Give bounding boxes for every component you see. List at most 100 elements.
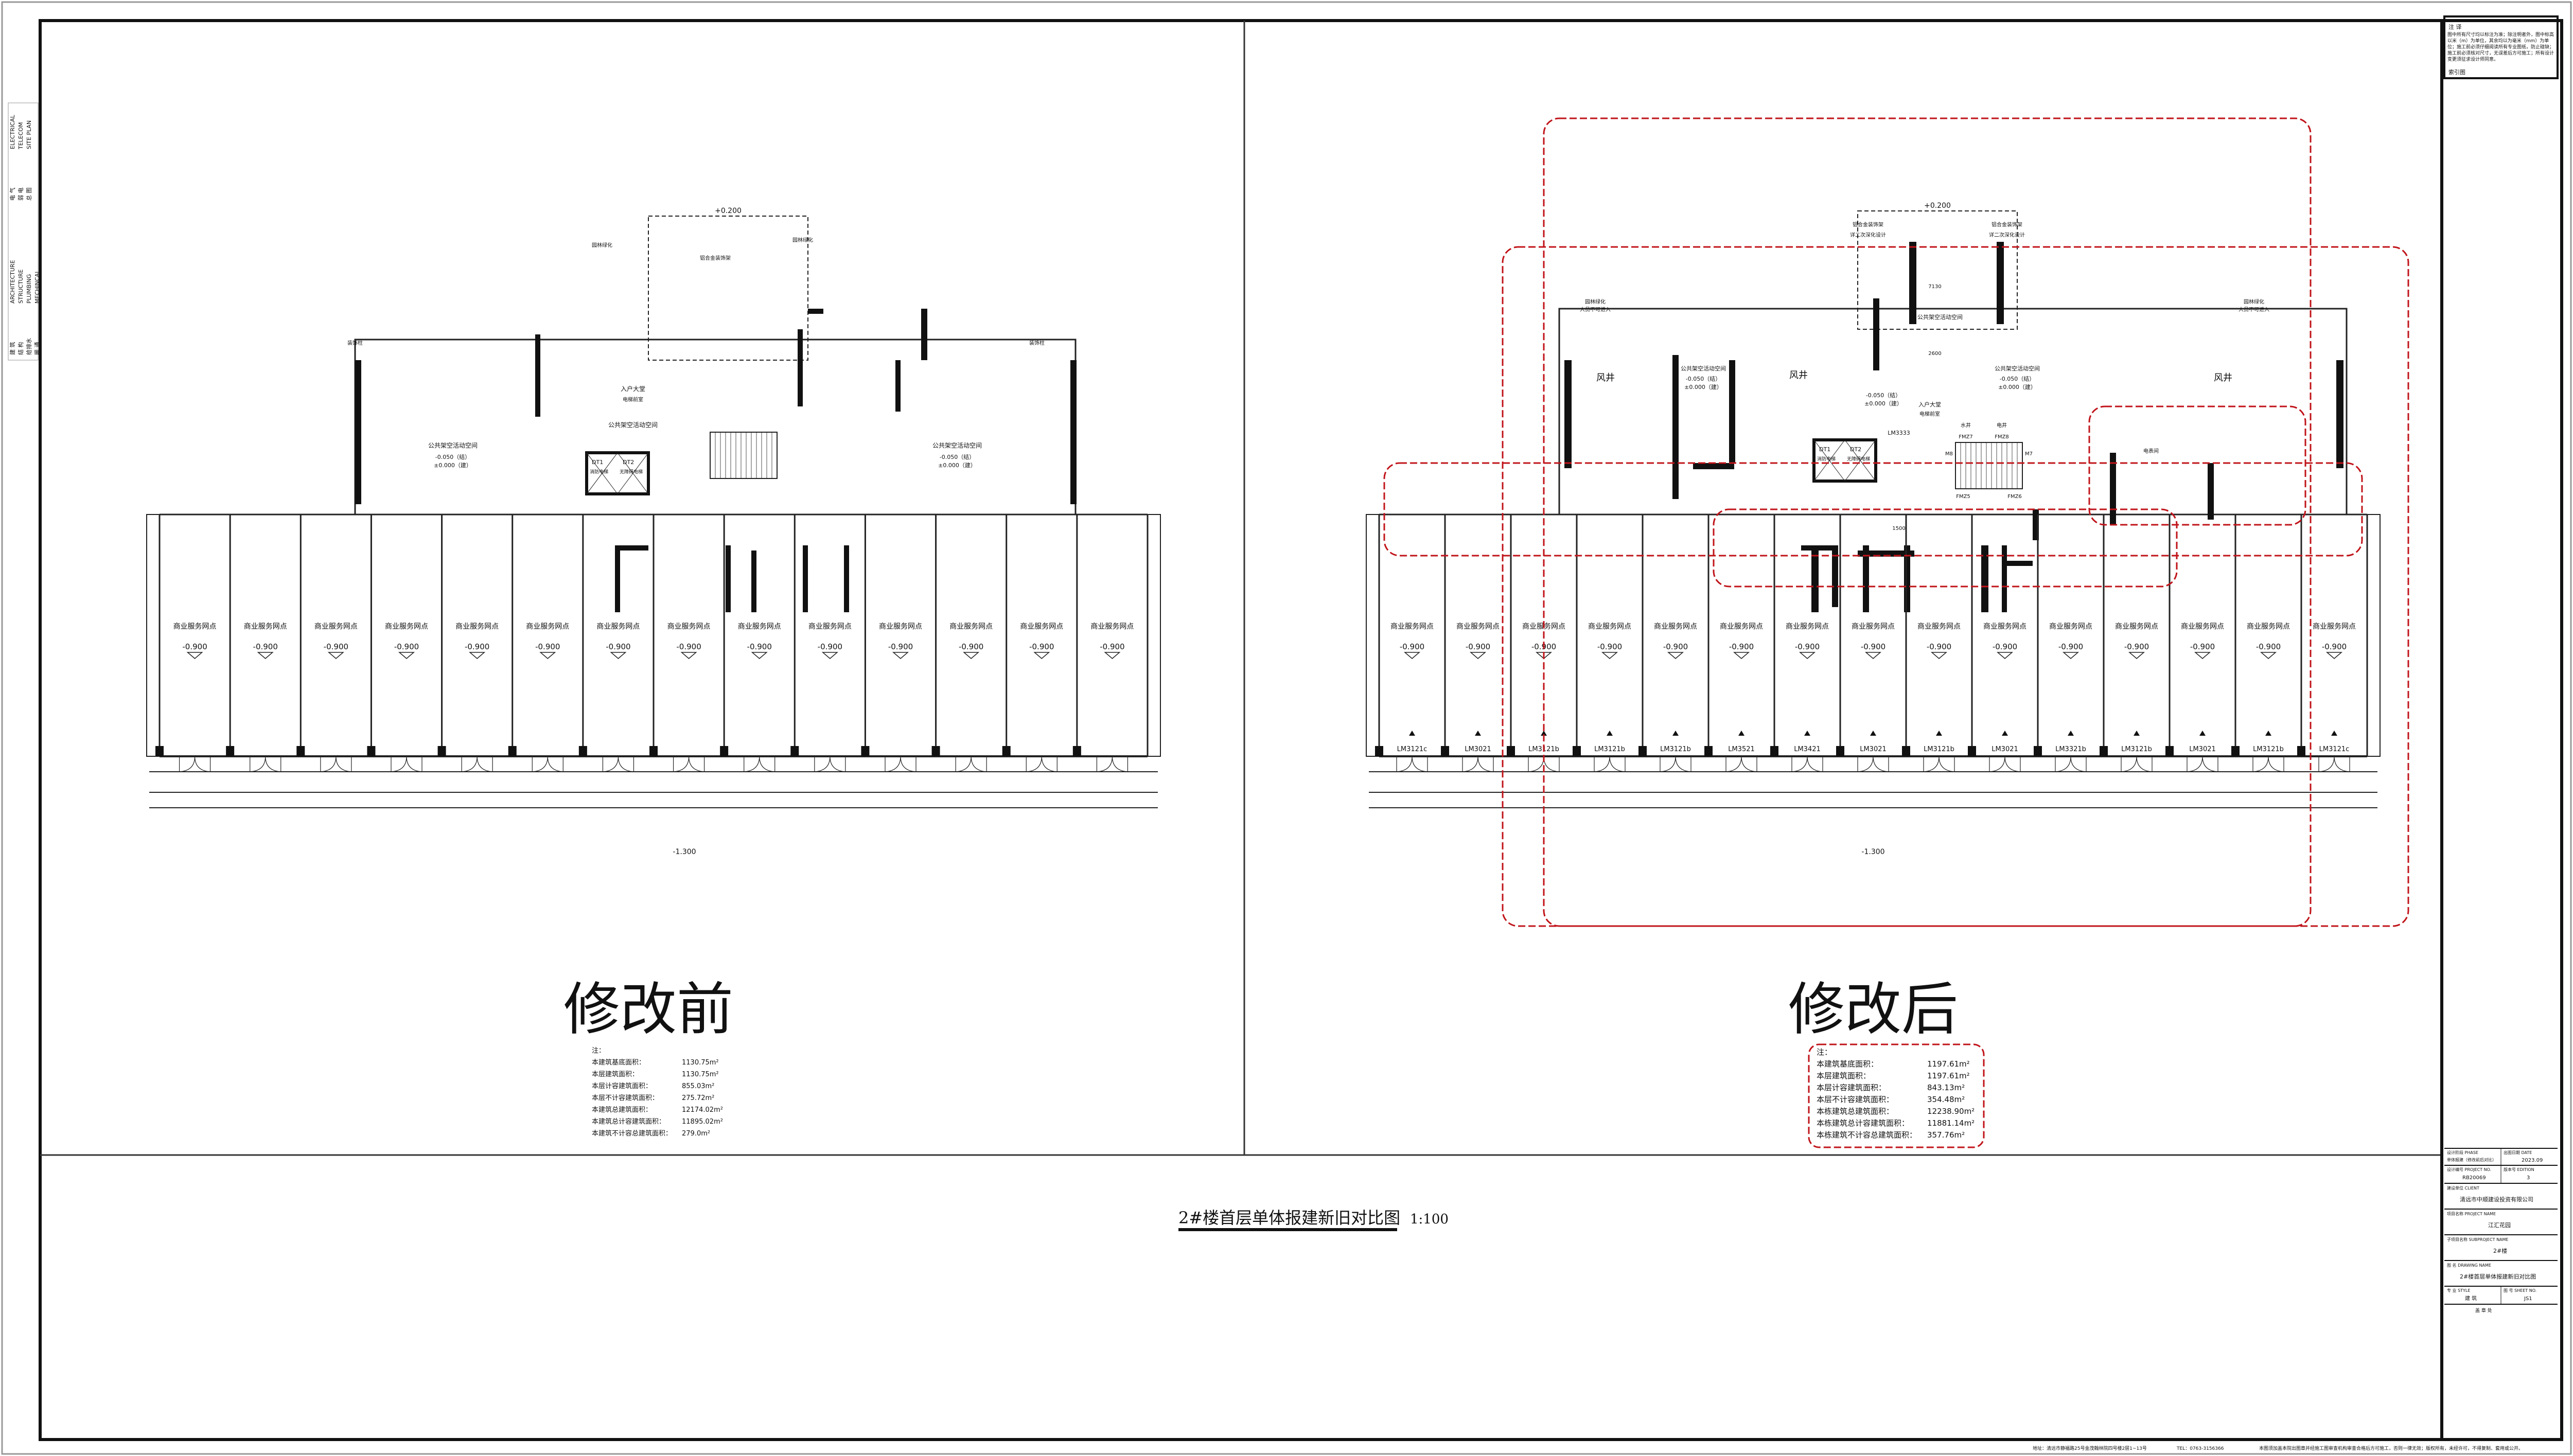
door-code: LM3521: [1728, 745, 1755, 753]
wall: [618, 545, 648, 551]
shop-elevation: -0.900: [1466, 642, 1490, 651]
shop-label: 商业服务网点: [455, 623, 499, 631]
elevation-marker-icon: [892, 652, 909, 659]
discipline-en: ELECTRICAL: [9, 114, 16, 149]
column: [649, 746, 658, 756]
revision-cloud: [1383, 462, 2363, 557]
column: [2165, 746, 2174, 756]
shop-label: 商业服务网点: [244, 623, 287, 631]
shop-label: 商业服务网点: [808, 623, 852, 631]
elevation-structural: -0.050（结）: [940, 454, 975, 460]
wall: [1832, 545, 1838, 607]
door-code: LM3121b: [2121, 745, 2152, 753]
entrance-triangle-icon: [2068, 731, 2074, 736]
shop-elevation: -0.900: [959, 642, 983, 651]
revision-cloud: [1502, 246, 2409, 927]
elevation-architectural: ±0.000（建）: [938, 461, 976, 469]
notes-text-box: 图中所有尺寸均以标注为准；除注明者外，图中标高以米（m）为单位，其余均以为毫米（…: [2447, 32, 2554, 62]
column: [155, 746, 164, 756]
title-block-drawing-name-label: 图 名 DRAWING NAME: [2447, 1263, 2491, 1268]
room-label: 公共架空活动空间: [608, 421, 658, 429]
notes-heading: 注 译: [2448, 23, 2462, 30]
door-code: LM3121c: [2319, 745, 2350, 753]
discipline-en: TELECOM: [17, 122, 24, 150]
discipline-en: PLUMBING: [26, 274, 32, 304]
area-label: 本层建筑面积：: [592, 1070, 639, 1078]
wall: [798, 329, 803, 406]
room-label: 2600: [1928, 351, 1941, 357]
shop-elevation: -0.900: [2124, 642, 2149, 651]
column: [2100, 746, 2108, 756]
shop-label: 商业服务网点: [2115, 623, 2158, 631]
shop-label: 商业服务网点: [879, 623, 922, 631]
shop-elevation: -0.900: [2058, 642, 2083, 651]
column: [367, 746, 376, 756]
shop-elevation: -0.900: [253, 642, 278, 651]
elevator-dt2: DT2: [1850, 446, 1861, 453]
elevation-marker-icon: [1733, 652, 1750, 659]
elevation-architectural: ±0.000（建）: [1998, 383, 2036, 390]
wall: [1801, 545, 1837, 551]
area-label: 本栋建筑总建筑面积：: [1817, 1107, 1894, 1116]
elevation-marker-icon: [539, 652, 556, 659]
entrance-canopy: [648, 216, 808, 361]
discipline-en: ARCHITECTURE: [9, 260, 16, 304]
after-title: 修改后: [1788, 976, 1958, 1042]
end-wall-right: [2367, 514, 2381, 757]
door-swing-icon: [2121, 756, 2153, 772]
title-block-style-label: 专 业 STYLE: [2447, 1288, 2470, 1293]
room-label: 公共架空活动空间: [1917, 313, 1963, 321]
area-value: 357.76m²: [1927, 1130, 1965, 1140]
column: [1968, 746, 1976, 756]
revision-cloud: [2088, 405, 2306, 526]
discipline-table-frame: [8, 102, 39, 361]
shop-label: 商业服务网点: [1917, 623, 1961, 631]
fire-door-code: M8: [1945, 451, 1953, 457]
shop-elevation: -0.900: [465, 642, 489, 651]
shop-elevation: -0.900: [747, 642, 772, 651]
room-label: 园林绿化: [1585, 298, 1606, 305]
column: [1573, 746, 1581, 756]
room-label: 装饰柱: [347, 340, 363, 346]
title-block-style-value: 建 筑: [2465, 1295, 2477, 1302]
wall: [355, 360, 361, 504]
door-swing-icon: [250, 756, 281, 772]
room-label: 装饰柱: [1029, 340, 1045, 346]
door-code: LM3021: [1465, 745, 1491, 753]
end-wall-left: [146, 514, 160, 757]
notes-text: 图中所有尺寸均以标注为准；除注明者外，图中标高以米（m）为单位，其余均以为毫米（…: [2447, 32, 2554, 62]
shop-label: 商业服务网点: [2049, 623, 2092, 631]
column: [720, 746, 729, 756]
door-swing-icon: [179, 756, 211, 772]
area-value: 855.03m²: [682, 1082, 714, 1090]
column: [1770, 746, 1778, 756]
elevation-marker-icon: [610, 652, 627, 659]
wall: [2110, 453, 2116, 525]
discipline-cn: 给排水: [25, 338, 32, 355]
shop-label: 商业服务网点: [173, 623, 217, 631]
fire-door-code: FMZ5: [1956, 494, 1970, 500]
column: [508, 746, 517, 756]
wall: [2336, 360, 2343, 468]
shop-label: 商业服务网点: [2181, 623, 2224, 631]
index-heading: 索引图: [2448, 68, 2465, 76]
door-swing-icon: [1791, 756, 1823, 772]
shop-label: 商业服务网点: [2247, 623, 2290, 631]
room-label: 详二次深化设计: [1850, 232, 1886, 238]
door-swing-icon: [391, 756, 422, 772]
entrance-triangle-icon: [2199, 731, 2206, 736]
elevation-marker-icon: [1033, 652, 1050, 659]
entrance-triangle-icon: [2331, 731, 2337, 736]
shop-label: 商业服务网点: [526, 623, 569, 631]
shop-label: 商业服务网点: [738, 623, 781, 631]
room-label: 7130: [1928, 284, 1941, 290]
title-block-sheet-no-value: JS1: [2524, 1296, 2532, 1302]
room-label: 入户大堂: [1918, 401, 1941, 408]
room-label: LM3333: [1888, 430, 1910, 436]
shop-label: 商业服务网点: [1390, 623, 1434, 631]
entrance-triangle-icon: [2002, 731, 2008, 736]
room-label: 水井: [1961, 422, 1971, 429]
title-block-phase-label: 设计阶段 PHASE: [2447, 1150, 2478, 1155]
shop-label: 商业服务网点: [667, 623, 711, 631]
